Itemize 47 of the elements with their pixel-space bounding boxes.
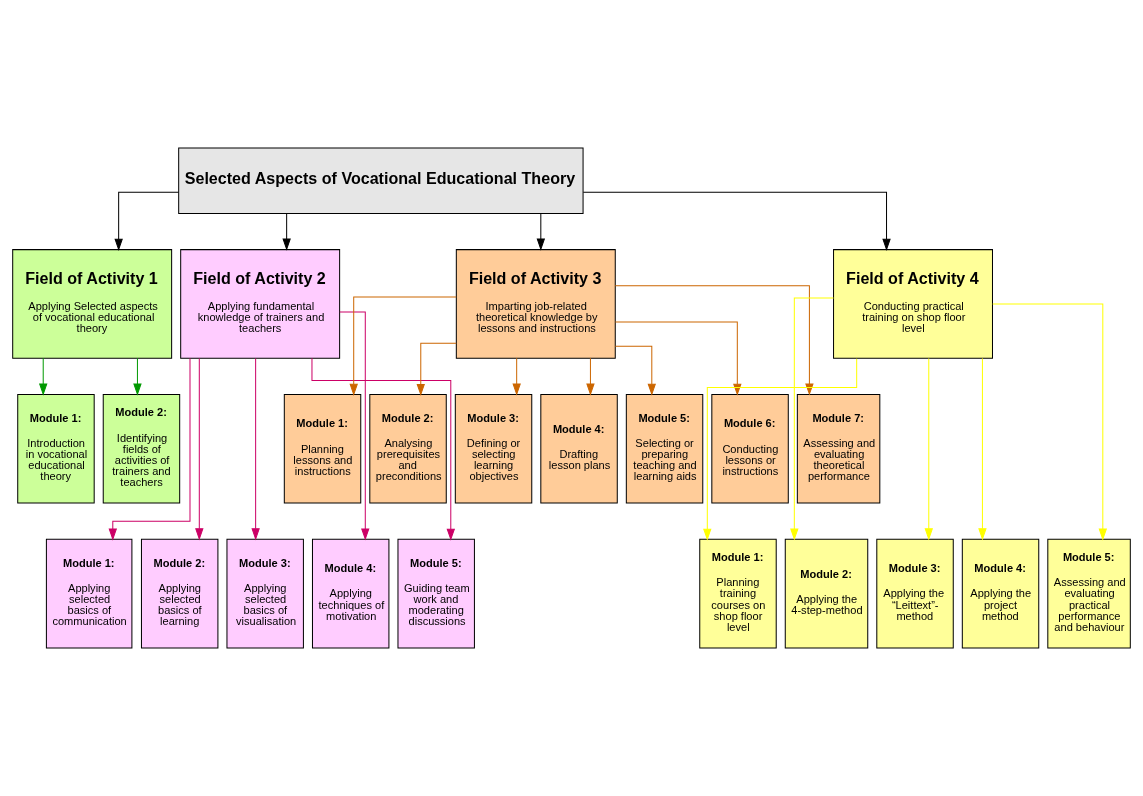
- node-box: Module 5: Selecting or preparing teaching and learning aids: [625, 393, 704, 504]
- node-box: Module 6: Conducting lessons or instructions: [711, 393, 789, 504]
- node-box: Module 5: Guiding team work and moderating discussions: [397, 538, 475, 649]
- node-box: Module 3: Applying the “Leittext”-method: [876, 538, 954, 649]
- node-box: Module 3: Applying selected basics of visualisation: [226, 538, 304, 649]
- arrow: [38, 357, 48, 396]
- node-box: Field of Activity 3 Imparting job-related theoretical knowledge by lessons and instructions: [455, 249, 616, 359]
- arrow: [416, 342, 457, 396]
- node-box: Module 5: Assessing and evaluating practical performance and behaviour: [1047, 538, 1131, 649]
- arrow: [703, 358, 858, 541]
- arrow: [349, 296, 457, 396]
- node-box: Field of Activity 4 Conducting practical training on shop floor level: [833, 249, 993, 359]
- arrow: [114, 191, 179, 251]
- node-box: Selected Aspects of Vocational Educational Theory: [178, 147, 584, 214]
- arrow: [536, 212, 546, 251]
- arrow: [582, 191, 891, 251]
- arrow: [282, 212, 291, 251]
- node-box: Field of Activity 2 Applying fundamental knowledge of trainers and teachers: [180, 249, 341, 359]
- node-box: Field of Activity 1 Applying Selected aspects of vocational educational theory: [12, 249, 173, 359]
- node-box: Module 4: Drafting lesson plans: [540, 393, 618, 504]
- arrow: [614, 285, 814, 396]
- node-box: Module 1: Planning training courses on shop floor level: [699, 538, 777, 649]
- arrow: [614, 321, 742, 396]
- arrow: [924, 357, 933, 541]
- arrow: [251, 357, 260, 541]
- arrow: [339, 311, 370, 541]
- arrow: [992, 303, 1108, 541]
- arrow: [108, 358, 191, 541]
- node-box: Module 1: Applying selected basics of communication: [45, 538, 133, 649]
- node-box: Module 4: Applying the project method: [961, 538, 1040, 649]
- arrow: [195, 357, 204, 541]
- node-box: Module 4: Applying techniques of motivation: [311, 538, 390, 649]
- arrow: [512, 357, 521, 396]
- arrow: [133, 357, 142, 396]
- arrow: [790, 297, 834, 541]
- arrow: [586, 357, 595, 396]
- arrow: [614, 345, 657, 396]
- node-box: Module 1: Planning lessons and instructions: [283, 393, 362, 504]
- node-box: Module 2: Applying the 4-step-method: [784, 538, 869, 649]
- node-box: Module 1: Introduction in vocational educational theory: [17, 393, 95, 504]
- arrow: [978, 357, 987, 541]
- node-box: Module 2: Applying selected basics of learning: [140, 538, 219, 649]
- node-box: Module 3: Defining or selecting learning objectives: [454, 393, 533, 504]
- node-box: Module 7: Assessing and evaluating theoretical performance: [796, 393, 881, 504]
- node-box: Module 2: Analysing prerequisites and preconditions: [369, 393, 447, 504]
- node-box: Module 2: Identifying fields of activities of trainers and teachers: [102, 393, 181, 504]
- arrow: [311, 357, 456, 541]
